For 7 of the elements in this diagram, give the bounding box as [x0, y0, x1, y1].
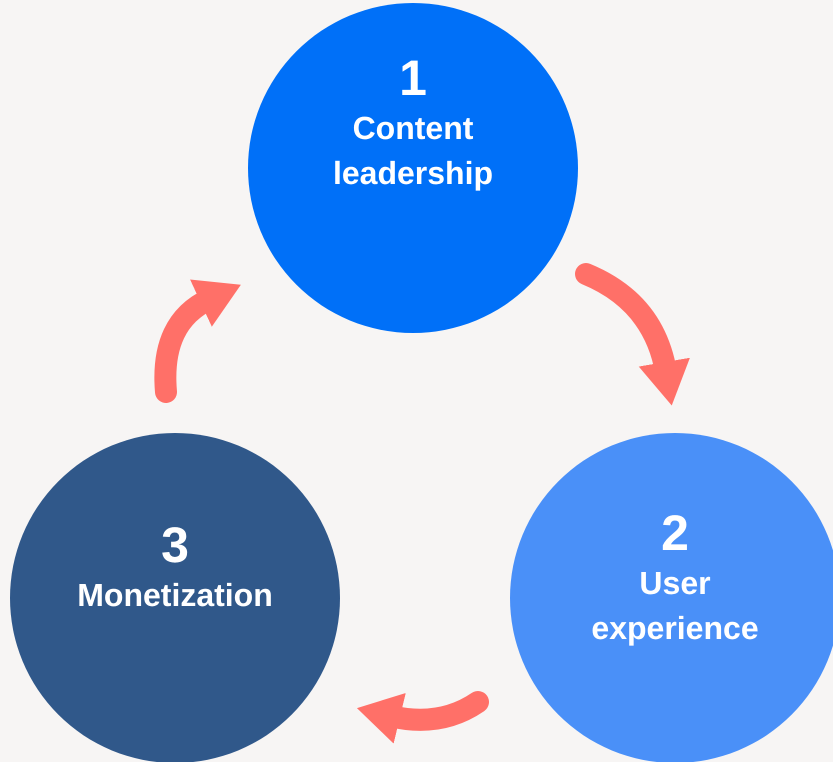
step-number: 3: [161, 518, 189, 574]
step-number: 1: [399, 50, 427, 106]
step-label: User experience: [590, 564, 760, 648]
step-label: Content leadership: [332, 108, 494, 193]
step-label: Monetization: [77, 576, 273, 616]
curved-arrow: [356, 691, 489, 744]
step-number: 2: [661, 506, 689, 561]
